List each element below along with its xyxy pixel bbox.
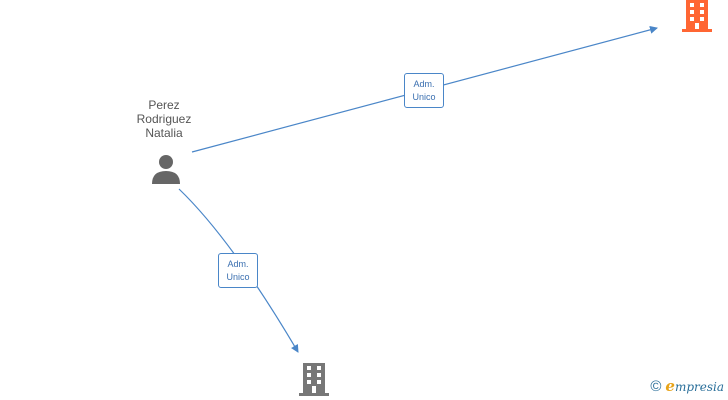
relation-label-line-2: Unico [412, 92, 436, 102]
person-name-line-3: Natalia [145, 126, 183, 140]
brand-name: mpresia [674, 380, 724, 394]
building-icon[interactable] [680, 0, 714, 32]
person-name-line-2: Rodriguez [136, 112, 192, 126]
relation-label-line-2: Unico [226, 272, 250, 282]
person-icon[interactable] [150, 153, 182, 185]
person-name[interactable]: Perez Rodriguez Natalia [124, 98, 204, 140]
relation-label[interactable]: Adm. Unico [218, 253, 258, 288]
brand-initial: e [665, 377, 675, 395]
relation-label-line-1: Adm. [227, 259, 249, 269]
relation-label-line-1: Adm. [413, 79, 435, 89]
person-name-line-1: Perez [148, 98, 180, 112]
building-icon[interactable] [297, 361, 331, 397]
relation-label[interactable]: Adm. Unico [404, 73, 444, 108]
brand-watermark: © empresia [650, 376, 724, 396]
brand-logo: empresia [665, 377, 724, 395]
copyright-icon: © [650, 377, 662, 395]
